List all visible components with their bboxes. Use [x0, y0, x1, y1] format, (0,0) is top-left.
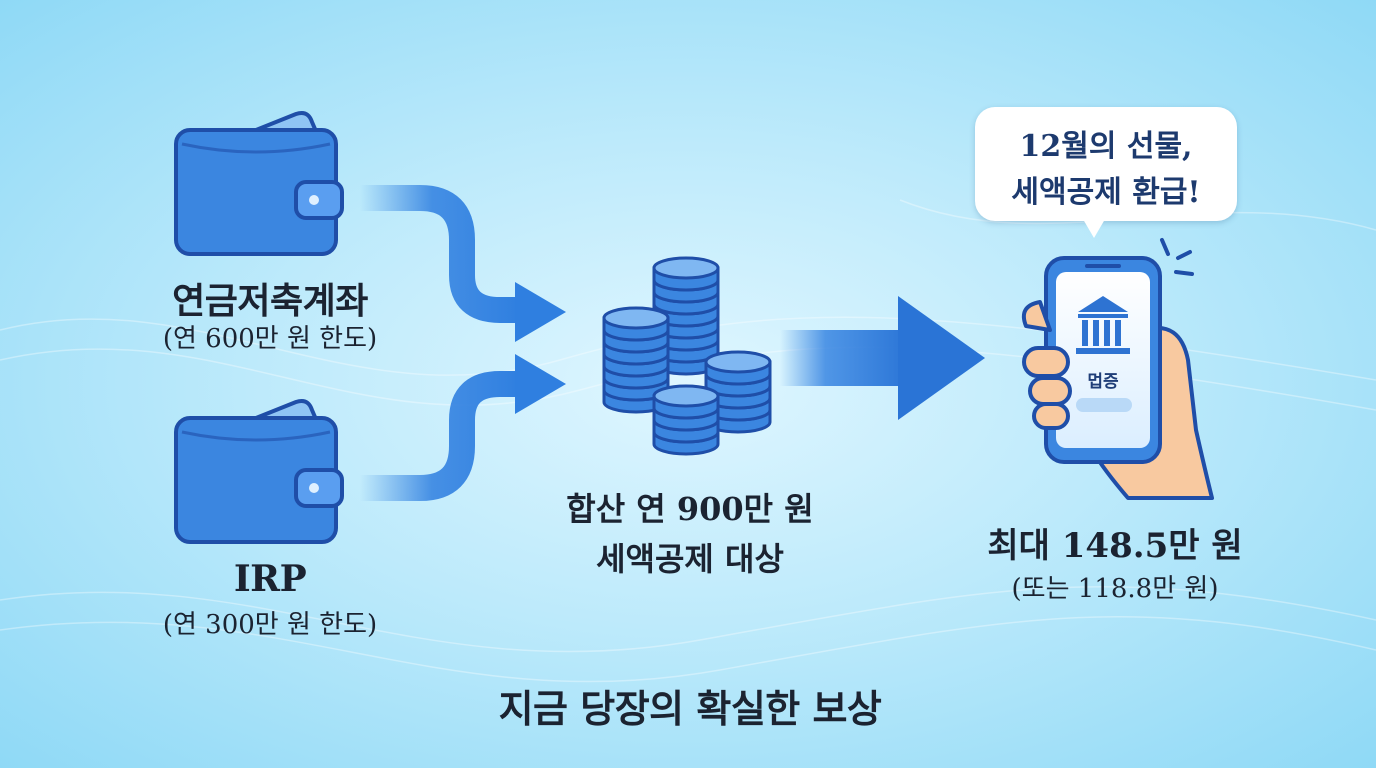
phone-screen-text: 멉증 — [1087, 372, 1119, 392]
arrow-icon — [360, 185, 566, 342]
speech-bubble-tail — [1080, 214, 1108, 238]
wallet-top-limit: (연 600만 원 한도) — [162, 324, 378, 354]
coin-stack-icon — [602, 256, 772, 456]
combined-line-1: 합산 연 900만 원 — [566, 490, 814, 528]
wallet-bottom-title: IRP — [233, 558, 307, 600]
result-main: 최대 148.5만 원 — [987, 526, 1243, 566]
arrow-icon — [780, 296, 985, 420]
phone-screen-button — [1076, 398, 1132, 412]
speech-bubble: 12월의 선물, 세액공제 환급! — [975, 107, 1237, 221]
result-alt: (또는 118.8만 원) — [1011, 574, 1219, 604]
hand-fingers — [1021, 300, 1072, 430]
footer-caption: 지금 당장의 확실한 보상 — [498, 686, 882, 731]
arrow-icon — [360, 354, 566, 501]
combined-line-2: 세액공제 대상 — [596, 540, 784, 578]
sparkle-lines — [1160, 238, 1194, 276]
bubble-line-2: 세액공제 환급! — [1011, 175, 1201, 210]
bank-icon — [1076, 296, 1130, 354]
wallet-icon — [174, 399, 344, 544]
bubble-line-1: 12월의 선물, — [1019, 129, 1193, 164]
wallet-icon — [174, 111, 344, 256]
wallet-top-title: 연금저축계좌 — [172, 280, 368, 322]
wallet-bottom-limit: (연 300만 원 한도) — [162, 610, 378, 640]
